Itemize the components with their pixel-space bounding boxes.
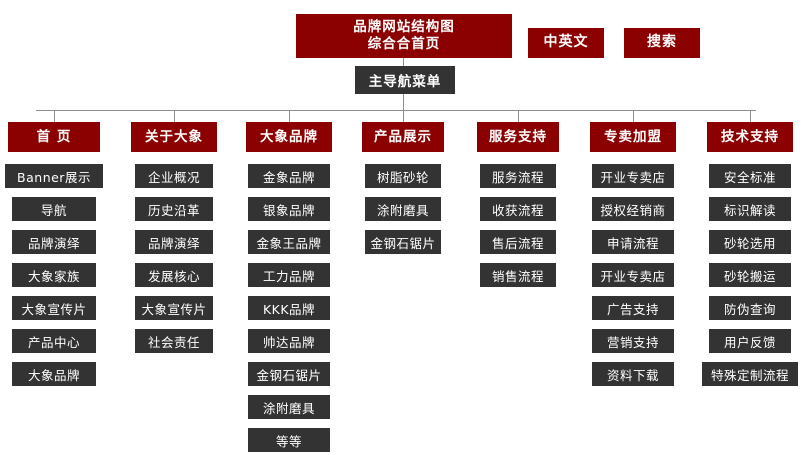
list-item[interactable]: 收获流程 [480,197,556,221]
list-item[interactable]: 工力品牌 [248,263,330,287]
list-item[interactable]: 用户反馈 [709,329,791,353]
connector-bus-to-column-1 [54,110,55,122]
list-item[interactable]: 大象家族 [12,263,96,287]
connector-bus-to-column-4 [403,110,404,122]
list-item[interactable]: 历史沿革 [135,197,213,221]
column-header-1[interactable]: 首 页 [8,122,100,152]
list-item[interactable]: 营销支持 [592,329,674,353]
list-item[interactable]: 申请流程 [592,230,674,254]
list-item[interactable]: 大象宣传片 [135,296,213,320]
column-header-5[interactable]: 服务支持 [477,122,559,152]
language-button[interactable]: 中英文 [528,28,604,58]
list-item[interactable]: 帅达品牌 [248,329,330,353]
list-item[interactable]: 金象王品牌 [248,230,330,254]
list-item[interactable]: 资料下载 [592,362,674,386]
diagram-title-line1: 品牌网站结构图 [353,19,455,36]
list-item[interactable]: 开业专卖店 [592,164,674,188]
list-item[interactable]: 银象品牌 [248,197,330,221]
list-item[interactable]: 安全标准 [709,164,791,188]
main-nav-node[interactable]: 主导航菜单 [355,66,455,94]
column-header-7[interactable]: 技术支持 [707,122,793,152]
list-item[interactable]: 金钢石锯片 [248,362,330,386]
list-item[interactable]: 金钢石锯片 [365,230,441,254]
list-item[interactable]: 树脂砂轮 [365,164,441,188]
diagram-title-box: 品牌网站结构图 综合合首页 [296,14,512,58]
column-header-4[interactable]: 产品展示 [362,122,444,152]
list-item[interactable]: 标识解读 [709,197,791,221]
connector-bus-to-column-7 [750,110,751,122]
list-item[interactable]: 品牌演绎 [135,230,213,254]
list-item[interactable]: 售后流程 [480,230,556,254]
list-item[interactable]: 授权经销商 [592,197,674,221]
list-item[interactable]: 特殊定制流程 [702,362,798,386]
list-item[interactable]: Banner展示 [5,164,103,188]
list-item[interactable]: 广告支持 [592,296,674,320]
connector-horizontal-bus [36,110,756,111]
diagram-title-line2: 综合合首页 [367,36,441,52]
list-item[interactable]: 产品中心 [12,329,96,353]
column-header-3[interactable]: 大象品牌 [246,122,332,152]
list-item[interactable]: 砂轮选用 [709,230,791,254]
list-item[interactable]: 等等 [248,428,330,452]
list-item[interactable]: 涂附磨具 [248,395,330,419]
connector-bus-to-column-2 [174,110,175,122]
search-button[interactable]: 搜索 [624,28,700,58]
list-item[interactable]: 服务流程 [480,164,556,188]
connector-bus-to-column-5 [518,110,519,122]
column-header-6[interactable]: 专卖加盟 [590,122,676,152]
list-item[interactable]: 大象宣传片 [12,296,96,320]
list-item[interactable]: 涂附磨具 [365,197,441,221]
list-item[interactable]: 防伪查询 [709,296,791,320]
list-item[interactable]: 金象品牌 [248,164,330,188]
list-item[interactable]: KKK品牌 [248,296,330,320]
connector-bus-to-column-6 [633,110,634,122]
list-item[interactable]: 企业概况 [135,164,213,188]
list-item[interactable]: 开业专卖店 [592,263,674,287]
connector-nav-to-bus [403,94,404,110]
connector-title-to-nav [403,58,404,66]
list-item[interactable]: 导航 [12,197,96,221]
list-item[interactable]: 砂轮搬运 [709,263,791,287]
list-item[interactable]: 发展核心 [135,263,213,287]
connector-bus-to-column-3 [289,110,290,122]
column-header-2[interactable]: 关于大象 [131,122,217,152]
list-item[interactable]: 大象品牌 [12,362,96,386]
list-item[interactable]: 品牌演绎 [12,230,96,254]
list-item[interactable]: 销售流程 [480,263,556,287]
list-item[interactable]: 社会责任 [135,329,213,353]
